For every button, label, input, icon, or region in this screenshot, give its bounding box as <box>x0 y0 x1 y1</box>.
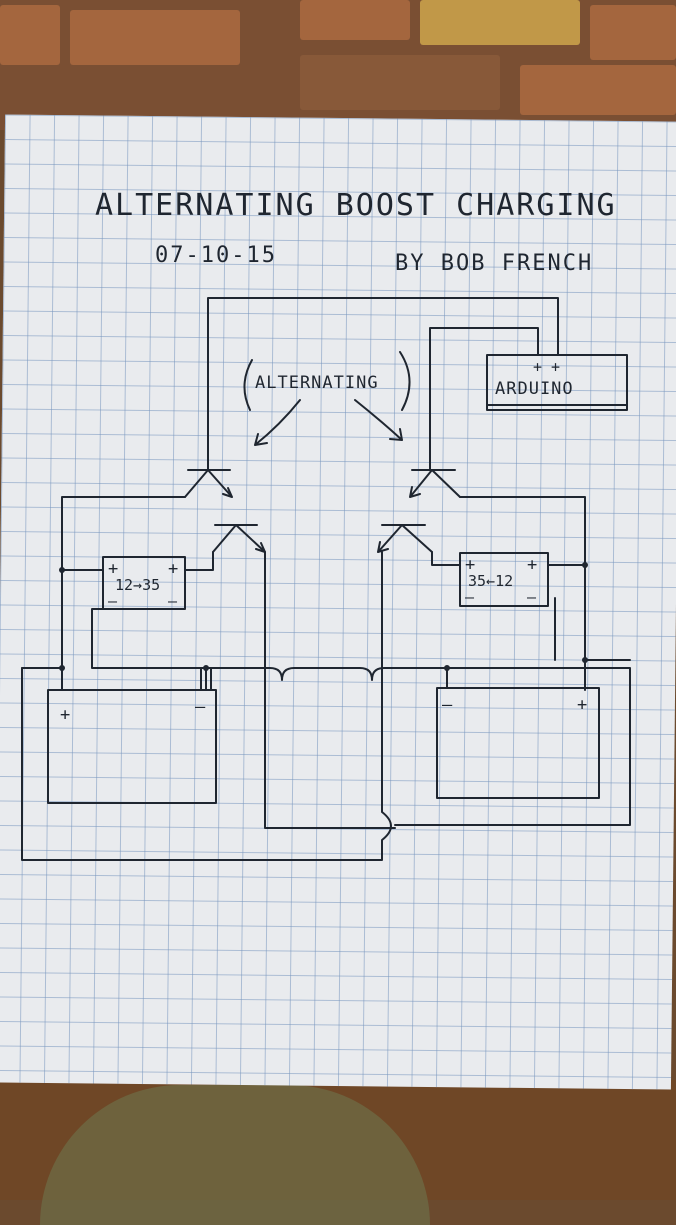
converter-right <box>459 552 549 607</box>
battery-right-plus: + <box>577 695 587 715</box>
wire-right-converter-in <box>431 551 461 566</box>
converter-left-minus-in: — <box>108 592 118 610</box>
converter-right-plus-in: + <box>465 555 475 575</box>
node-dot <box>444 665 450 671</box>
alternating-label: ALTERNATING <box>255 373 379 393</box>
wire-left-return <box>21 551 392 861</box>
transistor-left-2 <box>212 524 266 553</box>
node-dot <box>59 665 65 671</box>
converter-left-plus-out: + <box>168 559 178 579</box>
converter-left-minus-out: — <box>168 592 178 610</box>
converter-right-minus-in: — <box>465 588 475 606</box>
wire-left-collector <box>264 551 396 829</box>
transistor-right-2 <box>377 524 433 553</box>
diagram-author: BY BOB FRENCH <box>395 251 593 276</box>
arrow-left <box>254 399 301 446</box>
node-dot <box>59 567 65 573</box>
transistor-left-1 <box>184 469 233 498</box>
paren-left <box>243 359 253 411</box>
arrow-right <box>354 399 403 441</box>
schematic: ALTERNATING BOOST CHARGING 07-10-15 BY B… <box>21 188 631 861</box>
battery-left-plus: + <box>60 705 70 725</box>
node-dot <box>582 562 588 568</box>
converter-right-minus-out: — <box>527 588 537 606</box>
node-dot <box>582 657 588 663</box>
diagram-date: 07-10-15 <box>155 243 277 268</box>
converter-left-plus-in: + <box>108 559 118 579</box>
diagram-title: ALTERNATING BOOST CHARGING <box>95 188 617 223</box>
arduino-pins: + + <box>533 358 560 376</box>
node-dot <box>203 665 209 671</box>
transistor-right-1 <box>409 469 461 498</box>
battery-right <box>436 687 600 799</box>
control-wire-left <box>207 297 559 471</box>
battery-left <box>47 689 217 804</box>
control-wire-right <box>429 327 539 471</box>
brick-wall <box>0 0 676 130</box>
converter-right-plus-out: + <box>527 555 537 575</box>
arduino-label: ARDUINO <box>495 379 574 399</box>
converter-left-label: 12→35 <box>115 576 160 594</box>
converter-left <box>102 556 186 610</box>
converter-right-label: 35←12 <box>468 572 513 590</box>
wire-ground-bus <box>91 608 631 826</box>
wire-left-converter-out <box>184 551 214 571</box>
wire-negative-taps <box>205 597 556 691</box>
paren-right <box>399 351 411 411</box>
battery-right-minus: — <box>442 695 453 715</box>
wire-right-positive <box>459 496 631 691</box>
battery-left-minus: — <box>195 697 206 717</box>
